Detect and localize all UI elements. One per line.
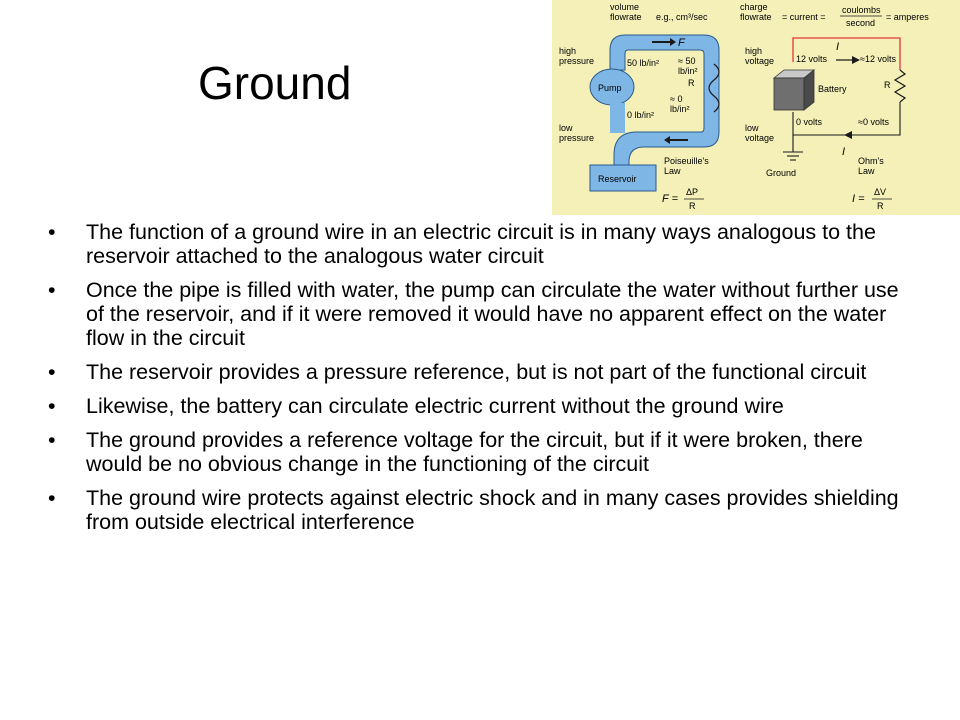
coulombs-label: coulombs (842, 5, 881, 15)
low-voltage-label: voltage (745, 133, 774, 143)
resistor-icon (893, 69, 907, 103)
reservoir-label: Reservoir (598, 174, 637, 184)
water-low-label: low (559, 123, 573, 133)
v0-approx-label: ≈0 volts (858, 117, 889, 127)
water-pressure-high-left: 50 lb/in² (627, 58, 659, 68)
water-pressure-high-right-2: lb/in² (678, 66, 698, 76)
reservoir-tank (589, 164, 657, 192)
bullet-item: • The function of a ground wire in an ele… (48, 220, 918, 268)
flow-arrow-bottom-icon (664, 136, 670, 144)
bullet-item: • The ground provides a reference voltage… (48, 428, 918, 476)
electric-resistance-label: R (884, 80, 891, 90)
electric-low-label: low (745, 123, 759, 133)
current-arrow-top-icon (852, 56, 860, 64)
second-label: second (846, 18, 875, 28)
water-flowrate-label: flowrate (610, 12, 642, 22)
bullet-dot: • (48, 394, 56, 418)
bullet-item: • Likewise, the battery can circulate el… (48, 394, 918, 418)
bullet-dot: • (48, 220, 56, 244)
water-electric-analogy-figure: volume flowrate e.g., cm³/sec F high pre… (552, 0, 960, 215)
bullet-text: Once the pipe is filled with water, the … (86, 278, 899, 350)
bullet-dot: • (48, 360, 56, 384)
bullet-text: The function of a ground wire in an elec… (86, 220, 876, 268)
slide-title: Ground (198, 57, 352, 109)
wire-top (792, 37, 901, 70)
ohms-eq-lhs: I = (852, 193, 865, 205)
water-resistance-label: R (688, 78, 695, 88)
current-symbol-bottom: I (842, 146, 845, 158)
electric-high-label: high (745, 46, 762, 56)
water-pressure-low-right-1: ≈ 0 (670, 94, 682, 104)
poiseuille-eq-lhs: F = (662, 193, 679, 205)
water-high-label: high (559, 46, 576, 56)
charge-label: charge (740, 2, 768, 12)
bullet-list: • The function of a ground wire in an ele… (48, 220, 918, 544)
v0-label: 0 volts (796, 117, 823, 127)
bullet-text: The ground provides a reference voltage … (86, 428, 863, 476)
water-low-pressure-label: pressure (559, 133, 594, 143)
bullet-text: The ground wire protects against electri… (86, 486, 899, 534)
bullet-item: • The reservoir provides a pressure refer… (48, 360, 918, 384)
water-pressure-high-right-1: ≈ 50 (678, 56, 695, 66)
bullet-item: • Once the pipe is filled with water, the… (48, 278, 918, 350)
battery-icon (773, 77, 805, 111)
bullet-text: The reservoir provides a pressure refere… (86, 360, 867, 384)
poiseuille-eq-denominator: R (689, 201, 696, 211)
bullet-text: Likewise, the battery can circulate elec… (86, 394, 784, 418)
poiseuille-law-label-2: Law (664, 166, 681, 176)
poiseuille-eq-numerator: ΔP (686, 187, 698, 197)
ohms-law-label-1: Ohm's (858, 156, 884, 166)
water-resistance-constriction (708, 63, 720, 113)
water-pressure-low-right-2: lb/in² (670, 104, 690, 114)
electric-circuit: charge flowrate = current = coulombs sec… (740, 2, 929, 211)
ground-label: Ground (766, 168, 796, 178)
flow-arrow-top-icon (670, 38, 676, 46)
bullet-dot: • (48, 278, 56, 302)
ohms-eq-numerator: ΔV (874, 187, 886, 197)
battery-side-icon (803, 69, 815, 111)
bullet-item: • The ground wire protects against electr… (48, 486, 918, 534)
bullet-dot: • (48, 486, 56, 510)
current-symbol-top: I (836, 41, 839, 53)
analogy-diagram: volume flowrate e.g., cm³/sec F high pre… (552, 0, 960, 215)
water-volume-label: volume (610, 2, 639, 12)
pump-label: Pump (598, 83, 622, 93)
ohms-eq-denominator: R (877, 201, 884, 211)
water-pipe-loop (609, 34, 720, 169)
current-eq-label: = current = (782, 12, 826, 22)
electric-flowrate-label: flowrate (740, 12, 772, 22)
amperes-label: = amperes (886, 12, 929, 22)
high-voltage-label: voltage (745, 56, 774, 66)
water-circuit: volume flowrate e.g., cm³/sec F high pre… (559, 2, 720, 211)
pump-outlet-pipe (610, 103, 625, 133)
v12-approx-label: ≈12 volts (860, 54, 896, 64)
water-units-label: e.g., cm³/sec (656, 12, 708, 22)
water-pressure-low-left: 0 lb/in² (627, 110, 654, 120)
current-arrow-bottom-icon (844, 131, 852, 139)
bullet-dot: • (48, 428, 56, 452)
water-high-pressure-label: pressure (559, 56, 594, 66)
water-flow-symbol: F (678, 37, 686, 49)
poiseuille-law-label-1: Poiseuille's (664, 156, 709, 166)
battery-label: Battery (818, 84, 847, 94)
v12-label: 12 volts (796, 54, 828, 64)
ohms-law-label-2: Law (858, 166, 875, 176)
